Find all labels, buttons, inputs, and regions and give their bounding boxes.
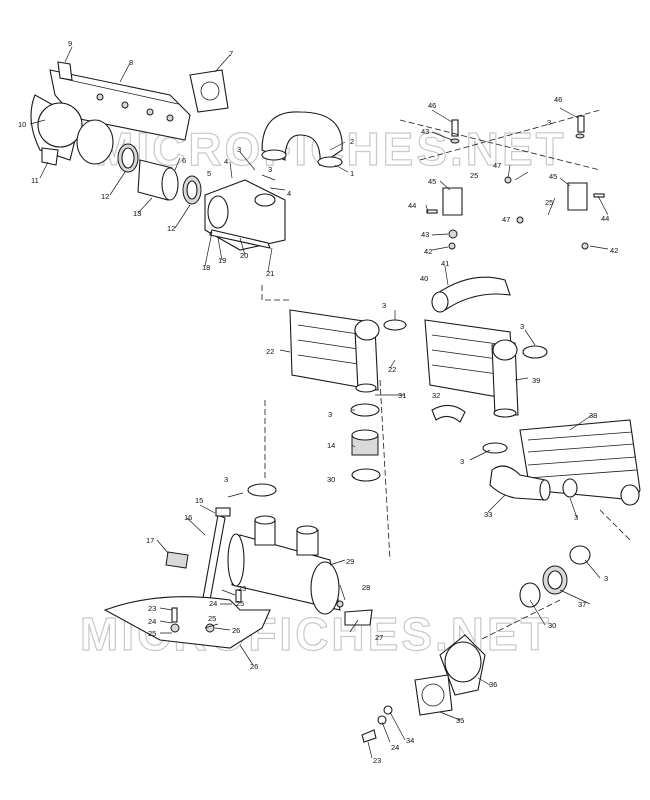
callout: 43 bbox=[421, 230, 429, 239]
leader-lines bbox=[29, 46, 609, 759]
connection-lines bbox=[261, 109, 631, 641]
callout: 23 bbox=[238, 584, 246, 593]
callout: 23 bbox=[373, 756, 381, 765]
callout: 27 bbox=[375, 633, 383, 642]
callout: 3 bbox=[460, 457, 464, 466]
callout: 5 bbox=[207, 169, 211, 178]
callout: 19 bbox=[218, 256, 226, 265]
callout: 24 bbox=[209, 599, 217, 608]
callout: 3 bbox=[520, 322, 524, 331]
callout: 13 bbox=[133, 209, 141, 218]
callout: 15 bbox=[195, 496, 203, 505]
water-box bbox=[204, 179, 286, 251]
callout: 23 bbox=[148, 604, 156, 613]
callout: 44 bbox=[601, 214, 609, 223]
callout: 3 bbox=[382, 301, 386, 310]
callout: 40 bbox=[420, 274, 428, 283]
callout: 22 bbox=[266, 347, 274, 356]
callout: 32 bbox=[432, 391, 440, 400]
callout: 6 bbox=[182, 156, 186, 165]
callout: 47 bbox=[502, 215, 510, 224]
hose-clip bbox=[336, 600, 373, 626]
callout: 46 bbox=[428, 101, 436, 110]
callout: 3 bbox=[328, 410, 332, 419]
callout: 47 bbox=[493, 161, 501, 170]
mount-hardware bbox=[426, 115, 605, 250]
callout: 18 bbox=[202, 263, 210, 272]
outlet-couplers bbox=[519, 545, 591, 608]
tube-and-block bbox=[165, 507, 231, 601]
callout: 46 bbox=[554, 95, 562, 104]
exhaust-outlet bbox=[361, 634, 486, 743]
callout: 39 bbox=[532, 376, 540, 385]
callout: 24 bbox=[148, 617, 156, 626]
callout: 45 bbox=[428, 177, 436, 186]
callout: 44 bbox=[408, 201, 416, 210]
callout: 14 bbox=[327, 441, 335, 450]
tuned-pipe bbox=[482, 419, 641, 506]
callout: 41 bbox=[441, 259, 449, 268]
callout: 25 bbox=[470, 171, 478, 180]
coupler-rings bbox=[117, 143, 202, 205]
callout: 7 bbox=[229, 49, 233, 58]
callout: 3 bbox=[268, 165, 272, 174]
callout: 30 bbox=[327, 475, 335, 484]
callout: 36 bbox=[489, 680, 497, 689]
callout: 12 bbox=[167, 224, 175, 233]
water-lock-right bbox=[424, 319, 519, 418]
callout: 3 bbox=[547, 118, 551, 127]
callout: 3 bbox=[574, 513, 578, 522]
callout: 22 bbox=[388, 365, 396, 374]
center-couplers bbox=[247, 319, 548, 497]
callout: 25 bbox=[148, 629, 156, 638]
callout: 37 bbox=[578, 600, 586, 609]
connecting-hose bbox=[431, 276, 511, 313]
callout: 26 bbox=[250, 662, 258, 671]
callout: 11 bbox=[31, 176, 39, 185]
callout: 29 bbox=[346, 557, 354, 566]
callout: 3 bbox=[237, 145, 241, 154]
callout: 4 bbox=[287, 189, 291, 198]
callout: 16 bbox=[184, 513, 192, 522]
callout: 26 bbox=[232, 626, 240, 635]
callout: 3 bbox=[224, 475, 228, 484]
elbow-pipe bbox=[261, 111, 343, 168]
callout: 12 bbox=[101, 192, 109, 201]
callout: 45 bbox=[549, 172, 557, 181]
callout: 38 bbox=[589, 411, 597, 420]
callout-labels: 1 2 3 3 3 3 3 3 3 3 3 4 4 5 6 7 8 9 10 1… bbox=[18, 39, 618, 765]
callout: 34 bbox=[406, 736, 414, 745]
callout: 42 bbox=[610, 246, 618, 255]
water-lock-left bbox=[289, 309, 380, 393]
callout: 43 bbox=[421, 127, 429, 136]
callout: 33 bbox=[484, 510, 492, 519]
callout: 4 bbox=[224, 157, 228, 166]
callout: 2 bbox=[350, 137, 354, 146]
callout: 21 bbox=[266, 269, 274, 278]
callout: 42 bbox=[424, 247, 432, 256]
callout: 17 bbox=[146, 536, 154, 545]
callout: 9 bbox=[68, 39, 72, 48]
callout: 3 bbox=[604, 574, 608, 583]
callout: 24 bbox=[391, 743, 399, 752]
muffler bbox=[227, 515, 341, 615]
exhaust-manifold bbox=[30, 61, 191, 166]
callout: 25 bbox=[236, 599, 244, 608]
elbow-hose bbox=[489, 465, 578, 501]
callout: 20 bbox=[240, 251, 248, 260]
callout: 10 bbox=[18, 120, 26, 129]
callout: 28 bbox=[362, 583, 370, 592]
callout: 25 bbox=[545, 198, 553, 207]
callout: 25 bbox=[208, 614, 216, 623]
callout: 1 bbox=[350, 169, 354, 178]
callout: 8 bbox=[129, 58, 133, 67]
callout: 35 bbox=[456, 716, 464, 725]
gasket bbox=[189, 69, 229, 113]
callout: 31 bbox=[398, 391, 406, 400]
callout: 30 bbox=[548, 621, 556, 630]
